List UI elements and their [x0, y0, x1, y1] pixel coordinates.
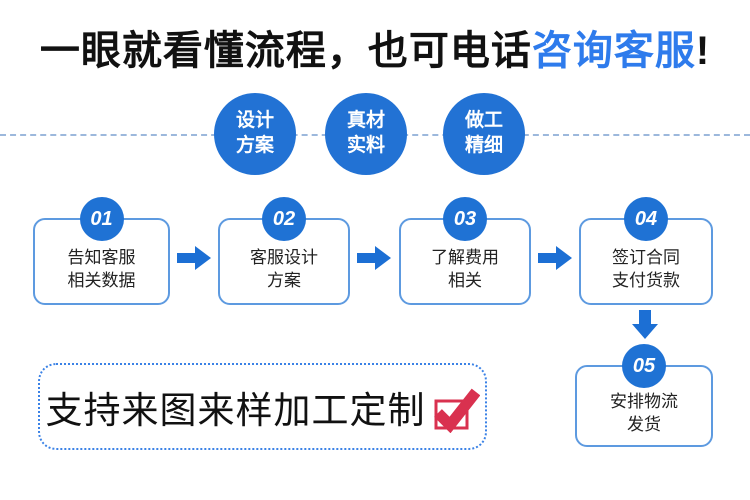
step-box-5: 05 安排物流 发货	[575, 344, 713, 447]
step-number-badge: 02	[262, 197, 306, 241]
page-title: 一眼就看懂流程，也可电话咨询客服!	[0, 18, 750, 76]
feature-circle-design: 设计 方案	[214, 93, 296, 175]
step-text-line: 了解费用	[431, 247, 499, 267]
checkmark-icon	[433, 388, 480, 433]
step-text-line: 支付货款	[612, 270, 680, 290]
step-text-line: 相关	[448, 270, 482, 290]
step-text-line: 相关数据	[67, 270, 136, 290]
step-text-line: 发货	[627, 415, 661, 434]
title-highlight: 咨询客服	[531, 29, 696, 73]
step-text-line: 客服设计	[250, 247, 318, 267]
feature-line: 方案	[235, 135, 274, 156]
step-box-3: 03 了解费用 相关	[399, 197, 531, 305]
step-number-badge: 04	[624, 197, 668, 241]
step-text-line: 签订合同	[612, 247, 680, 267]
arrow-down-icon	[632, 310, 658, 339]
feature-line: 实料	[346, 135, 385, 156]
step-text-line: 告知客服	[67, 247, 136, 267]
step-number-badge: 03	[443, 197, 487, 241]
step-box-4: 04 签订合同 支付货款	[579, 197, 713, 305]
feature-circle-materials: 真材 实料	[325, 93, 407, 175]
title-suffix: !	[695, 29, 711, 73]
step-text-line: 安排物流	[610, 392, 678, 412]
step-number-badge: 05	[622, 344, 666, 388]
banner-text: 支持来图来样加工定制	[45, 389, 426, 431]
step-box-2: 02 客服设计 方案	[218, 197, 350, 305]
step-text-line: 方案	[267, 270, 301, 290]
title-prefix: 一眼就看懂流程，也可电话	[39, 29, 532, 73]
arrow-right-icon	[357, 246, 391, 270]
custom-service-banner: 支持来图来样加工定制	[38, 363, 487, 450]
feature-line: 真材	[346, 110, 385, 132]
step-box-1: 01 告知客服 相关数据	[33, 197, 170, 305]
feature-circle-workmanship: 做工 精细	[443, 93, 525, 175]
arrow-right-icon	[538, 246, 572, 270]
feature-line: 精细	[464, 135, 503, 156]
feature-line: 做工	[464, 110, 503, 132]
feature-line: 设计	[235, 110, 274, 132]
arrow-right-icon	[177, 246, 211, 270]
step-number-badge: 01	[79, 197, 124, 241]
